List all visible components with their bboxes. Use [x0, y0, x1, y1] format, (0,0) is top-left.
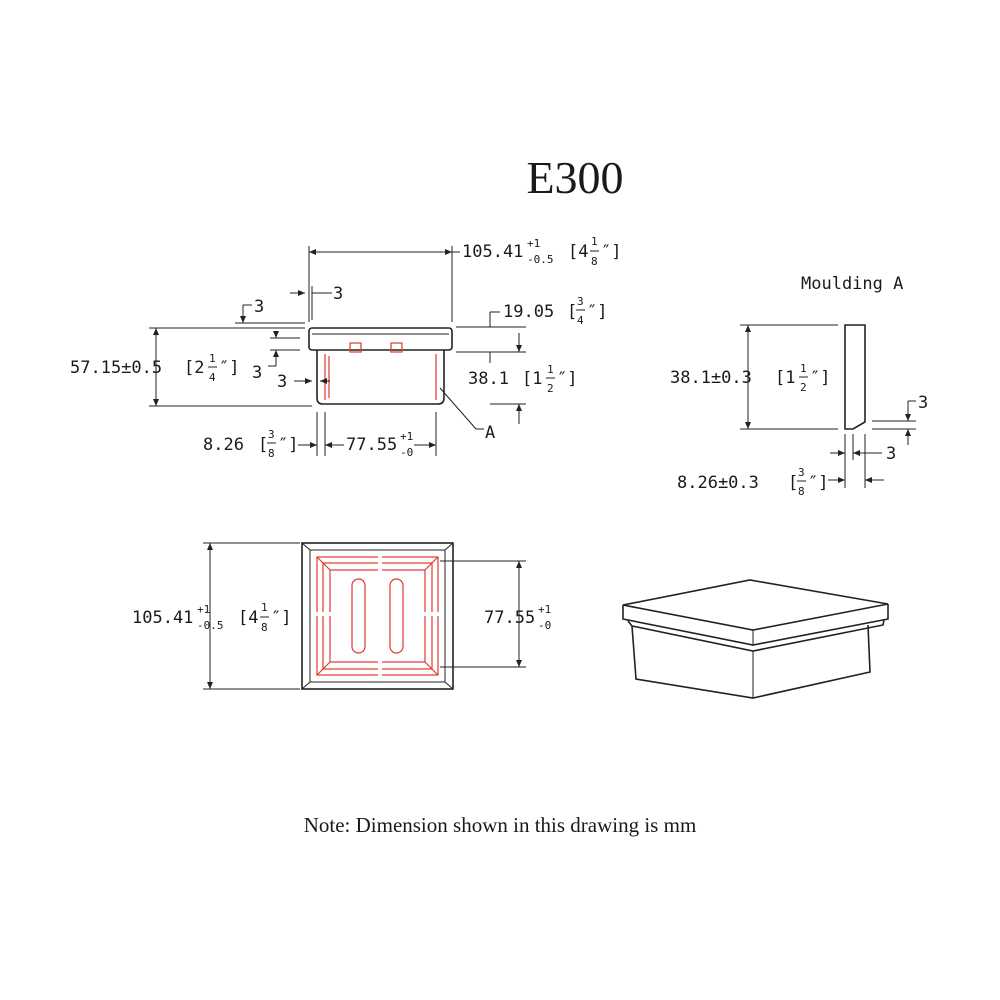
svg-text:1: 1 — [261, 601, 268, 614]
svg-text:[1: [1 — [775, 368, 796, 388]
svg-text:″]: ″] — [601, 242, 621, 262]
dim-inset-mid: 3 — [252, 363, 262, 383]
svg-text:[2: [2 — [184, 358, 205, 378]
svg-text:2: 2 — [800, 381, 807, 394]
svg-text:″]: ″] — [219, 358, 239, 378]
front-cap-outline — [308, 327, 453, 351]
bottom-outer-outline — [301, 542, 454, 690]
svg-text:[1: [1 — [522, 369, 543, 389]
svg-text:77.55: 77.55 — [346, 435, 397, 455]
front-rib-left — [349, 342, 362, 353]
svg-text:-0: -0 — [538, 619, 551, 632]
svg-text:[: [ — [788, 473, 798, 493]
svg-text:+1: +1 — [527, 237, 540, 250]
bottom-view: 105.41 +1 -0.5 [4 1 8 ″] 77.55 +1 -0 — [132, 542, 551, 690]
svg-text:″]: ″] — [810, 368, 830, 388]
svg-text:-0.5: -0.5 — [527, 253, 554, 266]
dim-inset-lower: 3 — [277, 372, 287, 392]
svg-text:77.55: 77.55 — [484, 608, 535, 628]
svg-text:+1: +1 — [197, 603, 210, 616]
dim-chamfer-v: 3 — [918, 393, 928, 413]
svg-text:8: 8 — [591, 255, 598, 268]
svg-text:3: 3 — [577, 295, 584, 308]
callout-a: A — [485, 423, 495, 443]
svg-text:1: 1 — [800, 362, 807, 375]
svg-text:38.1: 38.1 — [468, 369, 509, 389]
svg-text:-0: -0 — [400, 446, 413, 459]
iso-top-face — [622, 579, 889, 631]
moulding-profile — [844, 324, 866, 430]
dim-inner-width: 77.55 +1 -0 — [346, 430, 413, 459]
dim-overall-width: 105.41 +1 -0.5 [4 1 8 ″] — [462, 235, 621, 268]
front-body-outline — [316, 350, 445, 405]
dim-overall-height: 57.15±0.5 [2 1 4 ″] — [70, 352, 239, 384]
svg-text:1: 1 — [209, 352, 216, 365]
svg-text:[: [ — [258, 435, 268, 455]
slot-right — [389, 578, 404, 654]
svg-text:+1: +1 — [400, 430, 413, 443]
svg-text:+1: +1 — [538, 603, 551, 616]
dim-bottom-overall: 105.41 +1 -0.5 [4 1 8 ″] — [132, 601, 291, 634]
svg-text:8.26±0.3: 8.26±0.3 — [677, 473, 759, 493]
dim-chamfer-h: 3 — [886, 444, 896, 464]
svg-text:″]: ″] — [587, 302, 607, 322]
svg-text:″]: ″] — [557, 369, 577, 389]
svg-text:19.05: 19.05 — [503, 302, 554, 322]
moulding-label: Moulding A — [801, 274, 903, 294]
dim-body-height: 38.1 [1 1 2 ″] — [468, 363, 577, 395]
svg-text:[4: [4 — [238, 608, 259, 628]
svg-text:″]: ″] — [271, 608, 291, 628]
front-rib-right — [390, 342, 403, 353]
svg-text:-0.5: -0.5 — [197, 619, 224, 632]
dim-cap-height: 19.05 [ 3 4 ″] — [503, 295, 607, 327]
dim-bottom-inner: 77.55 +1 -0 — [484, 603, 551, 632]
moulding-view: Moulding A 38.1±0.3 [1 1 2 ″] 3 3 — [670, 274, 928, 498]
isometric-view — [622, 579, 889, 699]
svg-text:[: [ — [567, 302, 577, 322]
svg-text:8: 8 — [798, 485, 805, 498]
svg-text:″]: ″] — [808, 473, 828, 493]
svg-text:38.1±0.3: 38.1±0.3 — [670, 368, 752, 388]
iso-body — [631, 624, 871, 699]
svg-text:4: 4 — [209, 371, 216, 384]
dim-inset-left: 3 — [254, 297, 264, 317]
svg-text:4: 4 — [577, 314, 584, 327]
dim-moulding-height: 38.1±0.3 [1 1 2 ″] — [670, 362, 830, 394]
svg-text:57.15±0.5: 57.15±0.5 — [70, 358, 162, 378]
svg-text:105.41: 105.41 — [132, 608, 193, 628]
front-view: 105.41 +1 -0.5 [4 1 8 ″] 3 3 57.15±0.5 [… — [70, 235, 621, 460]
svg-text:105.41: 105.41 — [462, 242, 523, 262]
svg-text:[4: [4 — [568, 242, 589, 262]
dim-inset-top: 3 — [333, 284, 343, 304]
dim-wall: 8.26 [ 3 8 ″] — [203, 428, 298, 460]
svg-text:3: 3 — [268, 428, 275, 441]
svg-text:8: 8 — [261, 621, 268, 634]
svg-text:8: 8 — [268, 447, 275, 460]
svg-text:8.26: 8.26 — [203, 435, 244, 455]
svg-text:1: 1 — [591, 235, 598, 248]
svg-text:3: 3 — [798, 466, 805, 479]
dim-moulding-thickness: 8.26±0.3 [ 3 8 ″] — [677, 466, 828, 498]
slot-left — [351, 578, 366, 654]
drawing-title: E300 — [526, 152, 623, 203]
svg-text:1: 1 — [547, 363, 554, 376]
dimension-note: Note: Dimension shown in this drawing is… — [304, 813, 697, 837]
svg-text:2: 2 — [547, 382, 554, 395]
svg-text:″]: ″] — [278, 435, 298, 455]
